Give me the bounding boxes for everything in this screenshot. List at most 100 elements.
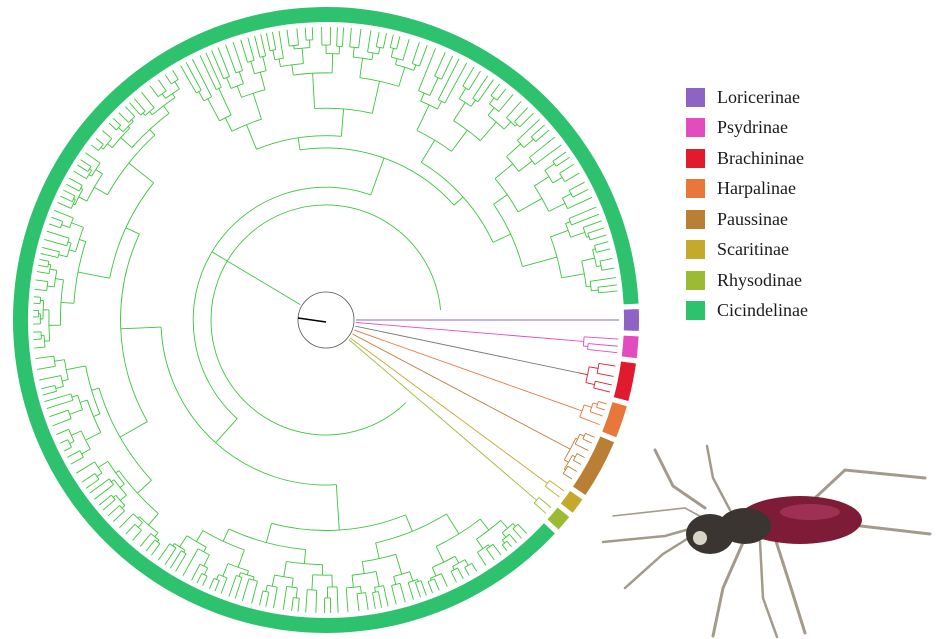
tree-stem-branch: [586, 383, 595, 385]
tree-tip-branch: [96, 138, 103, 144]
tree-stem-branch: [150, 130, 155, 136]
tree-stem-branch: [437, 101, 441, 109]
tree-tip-branch: [186, 63, 201, 91]
tree-stem-branch: [143, 113, 145, 115]
tree-tip-branch: [378, 592, 381, 608]
tree-tip-branch: [272, 32, 275, 50]
tree-tip-branch: [37, 272, 49, 274]
tree-tip-branch: [215, 581, 219, 592]
tree-tip-branch: [595, 381, 611, 385]
tree-stem-branch: [239, 573, 240, 577]
tree-tip-branch: [563, 474, 572, 480]
tree-tip-branch: [67, 451, 80, 458]
tree-tip-branch: [441, 574, 447, 587]
tree-tip-branch: [577, 454, 585, 458]
tree-tip-branch: [37, 366, 55, 369]
tree-tip-branch: [435, 52, 446, 76]
tree-tip-branch: [575, 444, 588, 451]
tree-stem-branch: [82, 449, 91, 454]
tree-tip-branch: [550, 480, 564, 490]
tree-tip-branch: [113, 118, 120, 125]
tree-stem-branch: [296, 588, 297, 598]
tree-stem-branch: [432, 567, 436, 576]
tree-stem-branch: [353, 47, 354, 57]
tree-tip-branch: [469, 71, 481, 90]
tree-tip-branch: [316, 590, 317, 613]
tree-stem-branch: [341, 109, 343, 136]
tree-clade-branch: [353, 334, 562, 444]
tree-stem-branch: [96, 169, 103, 173]
legend-swatch: [686, 240, 705, 259]
tree-stem-branch: [101, 147, 103, 149]
tree-tip-branch: [233, 42, 242, 70]
legend-swatch: [686, 88, 705, 107]
tree-stem-branch: [163, 106, 169, 113]
tree-stem-branch: [116, 471, 119, 473]
tree-stem-branch: [273, 50, 275, 59]
tree-stem-branch: [414, 65, 416, 71]
tree-tip-branch: [584, 337, 618, 339]
tree-tip-branch: [36, 280, 48, 282]
tree-stem-branch: [410, 572, 413, 581]
tree-tip-branch: [600, 258, 612, 261]
tree-stem-branch: [561, 444, 570, 449]
legend-item-loricerinae: Loricerinae: [686, 82, 808, 113]
tree-stem-branch: [175, 82, 180, 89]
tree-stem-branch: [266, 585, 267, 591]
tree-stem-branch: [227, 261, 300, 305]
tree-tip-branch: [34, 339, 42, 340]
tree-tip-branch: [58, 202, 72, 208]
legend: Loricerinae Psydrinae Brachininae Harpal…: [686, 82, 808, 326]
tree-tip-branch: [52, 217, 63, 221]
tree-stem-branch: [272, 575, 274, 586]
tree-stem-branch: [120, 422, 147, 438]
tree-stem-branch: [489, 98, 494, 104]
tree-tip-branch: [94, 485, 113, 500]
tree-stem-branch: [304, 550, 305, 564]
tree-tip-branch: [514, 108, 527, 122]
tree-tip-branch: [45, 394, 71, 402]
tree-tip-branch: [63, 190, 75, 196]
tree-stem-branch: [223, 529, 229, 541]
tree-tip-branch: [64, 447, 72, 451]
tree-tip-branch: [598, 285, 617, 287]
tree-tip-branch: [252, 581, 258, 603]
tree-tip-branch: [408, 583, 413, 600]
tree-stem-branch: [94, 187, 107, 194]
tree-stem-branch: [204, 555, 210, 566]
tree-stem-branch: [572, 455, 575, 457]
tree-tip-branch: [573, 189, 589, 197]
tree-tip-branch: [34, 297, 41, 298]
tree-stem-branch: [172, 94, 175, 98]
tree-tip-branch: [99, 495, 111, 505]
tree-tip-branch: [368, 30, 371, 52]
tree-stem-branch: [549, 203, 565, 211]
tree-tip-branch: [383, 33, 386, 48]
tree-stem-branch: [253, 577, 254, 580]
tree-tip-branch: [91, 145, 98, 151]
tree-stem-branch: [396, 59, 398, 65]
tree-stem-branch: [454, 102, 466, 120]
tree-stem-branch: [79, 197, 87, 201]
tree-tip-branch: [279, 31, 283, 58]
tree-stem-branch: [586, 286, 591, 287]
tree-tip-branch: [357, 594, 359, 611]
tree-tip-branch: [588, 228, 604, 233]
tree-tip-branch: [400, 583, 405, 602]
tree-tip-branch: [486, 549, 494, 560]
tree-stem-branch: [360, 58, 363, 77]
tree-tip-branch: [292, 598, 294, 611]
tree-tip-branch: [273, 587, 277, 608]
tree-stem-branch: [107, 144, 112, 148]
tree-tip-branch: [465, 567, 470, 575]
tree-stem-branch: [61, 302, 74, 303]
tree-stem-branch: [128, 126, 130, 128]
tree-stem-branch: [504, 122, 511, 129]
tree-stem-branch: [436, 546, 444, 562]
tree-stem-branch: [113, 495, 116, 497]
tree-tip-branch: [266, 33, 270, 51]
tree-stem-branch: [98, 461, 108, 467]
tree-stem-branch: [360, 586, 361, 593]
tree-tip-branch: [41, 254, 58, 258]
tree-tip-branch: [38, 265, 48, 267]
